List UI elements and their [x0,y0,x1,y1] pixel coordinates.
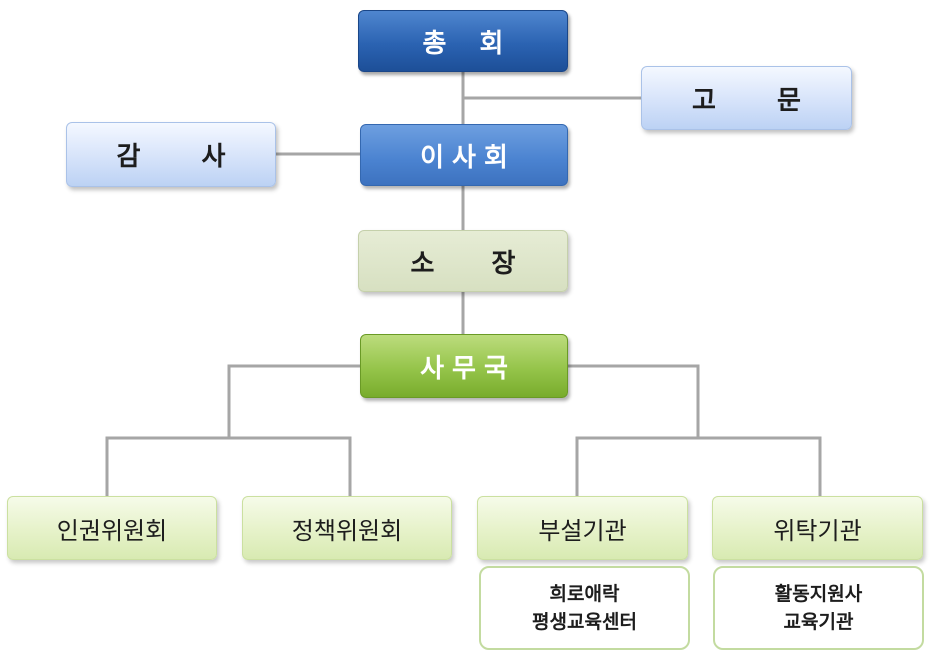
advisor-box: 고 문 [641,66,852,130]
director-box: 소 장 [358,230,568,292]
policy-committee-label: 정책위원회 [291,516,403,545]
board-label: 이사회 [420,142,516,173]
general-assembly-label: 총 회 [422,28,516,59]
entrusted-sub-line2: 교육기관 [783,611,854,633]
affiliated-sub-line1: 희로애락 [549,583,620,605]
director-label: 소 장 [410,248,540,279]
auditor-box: 감 사 [66,122,276,187]
affiliated-sub-line2: 평생교육센터 [532,611,637,633]
board-box: 이사회 [360,124,568,186]
entrusted-institutions-box: 위탁기관 [712,496,923,560]
entrusted-institutions-label: 위탁기관 [773,516,862,545]
affiliated-institutions-label: 부설기관 [538,516,627,545]
policy-committee-box: 정책위원회 [242,496,452,560]
advisor-label: 고 문 [692,85,827,116]
auditor-label: 감 사 [116,142,252,172]
secretariat-box: 사무국 [360,334,568,398]
entrusted-sub-box: 활동지원사 교육기관 [713,566,924,650]
general-assembly-box: 총 회 [358,10,568,72]
human-rights-committee-box: 인권위원회 [7,496,217,560]
affiliated-institutions-box: 부설기관 [477,496,688,560]
affiliated-sub-box: 희로애락 평생교육센터 [479,566,690,650]
secretariat-label: 사무국 [420,353,516,384]
human-rights-committee-label: 인권위원회 [56,516,168,545]
entrusted-sub-line1: 활동지원사 [774,583,863,605]
